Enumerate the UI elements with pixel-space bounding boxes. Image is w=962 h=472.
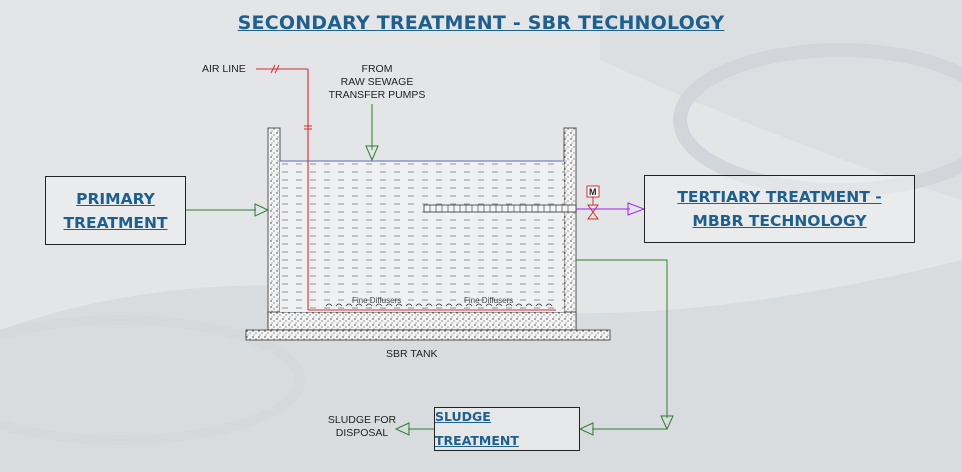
sbr-tank-label: SBR TANK	[386, 348, 438, 360]
decanter-pipe	[423, 204, 577, 213]
diffuser-head	[455, 303, 463, 307]
motor-label: M	[589, 187, 597, 197]
diffuser-head	[435, 303, 443, 307]
diffuser-head	[495, 303, 503, 307]
tank-water	[280, 161, 564, 312]
diffuser-head	[485, 303, 493, 307]
diffuser-head	[405, 303, 413, 307]
primary-treatment-line2: TREATMENT	[63, 213, 168, 232]
tank-base-slab	[245, 329, 611, 341]
diffuser-head	[515, 303, 523, 307]
diffuser-head	[385, 303, 393, 307]
tank-left-wall	[267, 127, 281, 329]
sludge-withdrawal-line	[576, 259, 668, 418]
diffuser-head	[335, 303, 343, 307]
tertiary-treatment-line2: MBBR TECHNOLOGY	[692, 212, 867, 230]
diffuser-head	[425, 303, 433, 307]
diffuser-head	[345, 303, 353, 307]
diffuser-head	[545, 303, 553, 307]
diffuser-head	[415, 303, 423, 307]
primary-treatment-line1: PRIMARY	[76, 189, 155, 208]
diffuser-head	[465, 303, 473, 307]
diffuser-head	[365, 303, 373, 307]
fine-diffusers-label-1: Fine Diffusers	[352, 296, 402, 305]
tertiary-treatment-line1: TERTIARY TREATMENT -	[677, 188, 882, 206]
tank-right-wall	[563, 127, 577, 329]
diffuser-head	[395, 303, 403, 307]
diffuser-head	[325, 303, 333, 307]
raw-sewage-label: FROM RAW SEWAGE TRANSFER PUMPS	[328, 63, 426, 101]
diffuser-head	[505, 303, 513, 307]
outlet-valve	[587, 204, 599, 220]
diffuser-head	[445, 303, 453, 307]
diffuser-head	[355, 303, 363, 307]
diffuser-head	[535, 303, 543, 307]
tertiary-treatment-box: TERTIARY TREATMENT - MBBR TECHNOLOGY	[644, 175, 915, 243]
diffuser-head	[525, 303, 533, 307]
page-title: SECONDARY TREATMENT - SBR TECHNOLOGY	[237, 12, 725, 34]
diffuser-head	[375, 303, 383, 307]
sludge-treatment-label: SLUDGE TREATMENT	[435, 409, 519, 448]
fine-diffusers	[325, 303, 553, 307]
primary-treatment-box: PRIMARY TREATMENT	[45, 176, 186, 245]
sludge-disposal-label: SLUDGE FOR DISPOSAL	[327, 414, 397, 439]
sludge-treatment-box: SLUDGE TREATMENT	[434, 407, 580, 451]
fine-diffusers-label-2: Fine Diffusers	[464, 296, 514, 305]
air-line-label: AIR LINE	[202, 63, 246, 75]
diffuser-head	[475, 303, 483, 307]
tank-floor	[267, 311, 577, 331]
